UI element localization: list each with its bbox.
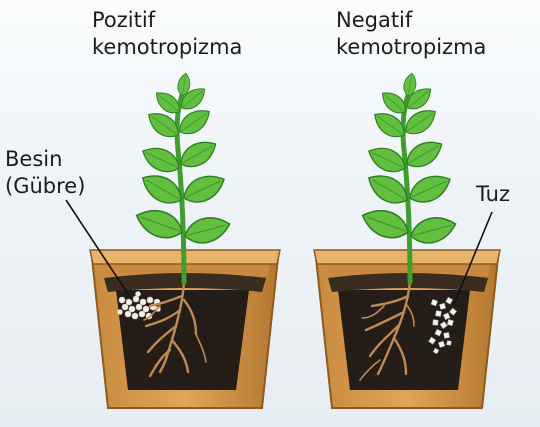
- negative-title-line2: kemotropizma: [336, 34, 486, 61]
- negative-title-line1: Negatif: [336, 7, 486, 34]
- nutrient-label: Besin (Gübre): [5, 146, 85, 200]
- positive-title-line2: kemotropizma: [92, 34, 242, 61]
- negative-chemotropism-title: Negatif kemotropizma: [336, 7, 486, 61]
- salt-label: Tuz: [476, 181, 510, 208]
- nutrient-label-line1: Besin: [5, 146, 85, 173]
- nutrient-label-line2: (Gübre): [5, 173, 85, 200]
- positive-title-line1: Pozitif: [92, 7, 242, 34]
- positive-chemotropism-title: Pozitif kemotropizma: [92, 7, 242, 61]
- right-soil: [338, 290, 470, 390]
- left-soil: [116, 290, 249, 390]
- right-plant: [314, 72, 500, 408]
- left-plant: [66, 72, 280, 408]
